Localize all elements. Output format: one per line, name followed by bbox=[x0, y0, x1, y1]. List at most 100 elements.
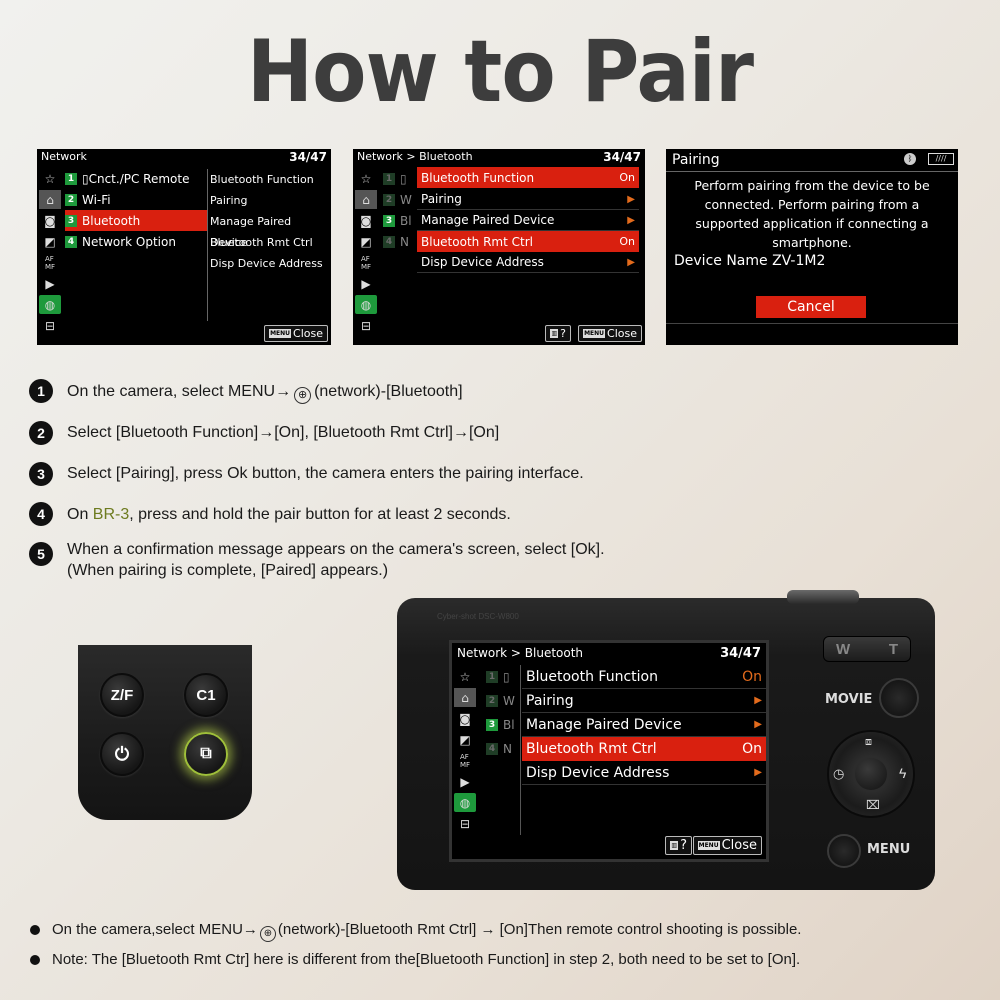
flash-icon: ϟ bbox=[899, 765, 907, 781]
step-number-4: 4 bbox=[29, 502, 53, 526]
zoom-wide-label: W bbox=[836, 640, 851, 658]
zf-button[interactable]: Z/F bbox=[100, 673, 144, 717]
menu-key-icon: MENU bbox=[583, 329, 606, 338]
menu-item-manage-paired-device[interactable]: Manage Paired Device▶ bbox=[417, 210, 639, 231]
menu-divider bbox=[520, 665, 521, 835]
step-number-1: 1 bbox=[29, 379, 53, 403]
menu-item-pc-remote[interactable]: 1▯Cnct./PC Remote bbox=[65, 168, 207, 189]
screen-header: Network bbox=[41, 150, 87, 163]
toolbox-icon[interactable]: ⊟ bbox=[459, 816, 471, 831]
help-button[interactable]: ▥? bbox=[665, 836, 692, 855]
submenu-list: Bluetooth Function Pairing Manage Paired… bbox=[210, 169, 331, 274]
dialog-bottom-divider bbox=[666, 323, 958, 324]
camera-top-dial bbox=[787, 590, 859, 604]
playback-icon[interactable]: ▶ bbox=[361, 276, 371, 291]
toolbox-icon[interactable]: ⊟ bbox=[44, 318, 56, 333]
movie-button[interactable] bbox=[879, 678, 919, 718]
step-number-5: 5 bbox=[29, 542, 53, 566]
trash-icon: ▥ bbox=[670, 841, 679, 850]
self-timer-icon: ◷ bbox=[833, 766, 845, 781]
bluetooth-icon: ᛒ bbox=[904, 153, 916, 165]
step-number-2: 2 bbox=[29, 421, 53, 445]
camera-icon[interactable]: ◙ bbox=[360, 213, 372, 228]
menu-key-icon: MENU bbox=[697, 841, 720, 850]
home-icon[interactable]: ⌂ bbox=[39, 190, 61, 209]
page-counter: 34/47 bbox=[720, 646, 761, 661]
playback-icon[interactable]: ▶ bbox=[45, 276, 55, 291]
menu-item-pairing[interactable]: Pairing▶ bbox=[417, 189, 639, 210]
menu-key-icon: MENU bbox=[269, 329, 292, 338]
trash-icon: ⌧ bbox=[866, 798, 880, 812]
menu-item-disp-device-address[interactable]: Disp Device Address▶ bbox=[522, 761, 766, 785]
zoom-tele-label: T bbox=[888, 640, 898, 658]
c1-button[interactable]: C1 bbox=[184, 673, 228, 717]
menu-button[interactable] bbox=[827, 834, 861, 868]
star-icon[interactable]: ☆ bbox=[459, 669, 471, 684]
zoom-lever[interactable]: W T bbox=[823, 636, 911, 662]
camera-icon[interactable]: ◙ bbox=[44, 213, 56, 228]
network-icon[interactable]: ◍ bbox=[355, 295, 377, 314]
toolbox-icon[interactable]: ⊟ bbox=[360, 318, 372, 333]
step-1-text: On the camera, select MENU→⊕(network)-[B… bbox=[67, 383, 463, 404]
link-icon: ⧉ bbox=[200, 745, 212, 762]
battery-icon: //// bbox=[928, 153, 954, 165]
submenu-divider bbox=[207, 169, 208, 321]
control-wheel[interactable]: ⧈ ◷ ϟ ⌧ bbox=[827, 730, 915, 818]
network-icon[interactable]: ◍ bbox=[454, 793, 476, 812]
page-counter: 34/47 bbox=[289, 150, 327, 164]
screen-header: Network > Bluetooth bbox=[457, 646, 584, 660]
dialog-header: Pairing bbox=[672, 152, 720, 168]
product-name-highlight: BR-3 bbox=[92, 506, 130, 523]
step-4-text: On BR-3, press and hold the pair button … bbox=[67, 506, 511, 523]
step-number-3: 3 bbox=[29, 462, 53, 486]
exposure-icon[interactable]: ◩ bbox=[459, 732, 471, 747]
home-icon[interactable]: ⌂ bbox=[454, 688, 476, 707]
power-button[interactable]: ⏻ bbox=[100, 732, 144, 776]
exposure-icon[interactable]: ◩ bbox=[360, 234, 372, 249]
page-title: How to Pair bbox=[246, 22, 754, 122]
menu-label: MENU bbox=[867, 842, 911, 857]
home-icon[interactable]: ⌂ bbox=[355, 190, 377, 209]
pair-button[interactable]: ⧉ bbox=[184, 732, 228, 776]
star-icon[interactable]: ☆ bbox=[44, 171, 56, 186]
exposure-icon[interactable]: ◩ bbox=[44, 234, 56, 249]
camera-icon[interactable]: ◙ bbox=[459, 711, 471, 726]
note-bullet bbox=[30, 925, 40, 935]
cancel-button[interactable]: Cancel bbox=[756, 296, 866, 318]
camera-brand-text: Cyber-shot DSC-W800 bbox=[437, 612, 519, 621]
camera-screen-pairing-dialog: Pairing ᛒ //// Perform pairing from the … bbox=[666, 149, 958, 345]
menu-item-disp-device-address[interactable]: Disp Device Address▶ bbox=[417, 252, 639, 273]
playback-icon[interactable]: ▶ bbox=[460, 774, 470, 789]
step-5-text-line2: (When pairing is complete, [Paired] appe… bbox=[67, 562, 389, 579]
network-icon[interactable]: ◍ bbox=[39, 295, 61, 314]
help-button[interactable]: ▥? bbox=[545, 325, 571, 342]
star-icon[interactable]: ☆ bbox=[360, 171, 372, 186]
menu-item-pairing[interactable]: Pairing▶ bbox=[522, 689, 766, 713]
step-3-text: Select [Pairing], press Ok button, the c… bbox=[67, 465, 584, 482]
step-5-text-line1: When a confirmation message appears on t… bbox=[67, 541, 605, 558]
center-ok-button[interactable] bbox=[855, 758, 887, 790]
menu-item-manage-paired-device[interactable]: Manage Paired Device▶ bbox=[522, 713, 766, 737]
step-2-text: Select [Bluetooth Function]→[On], [Bluet… bbox=[67, 424, 500, 441]
